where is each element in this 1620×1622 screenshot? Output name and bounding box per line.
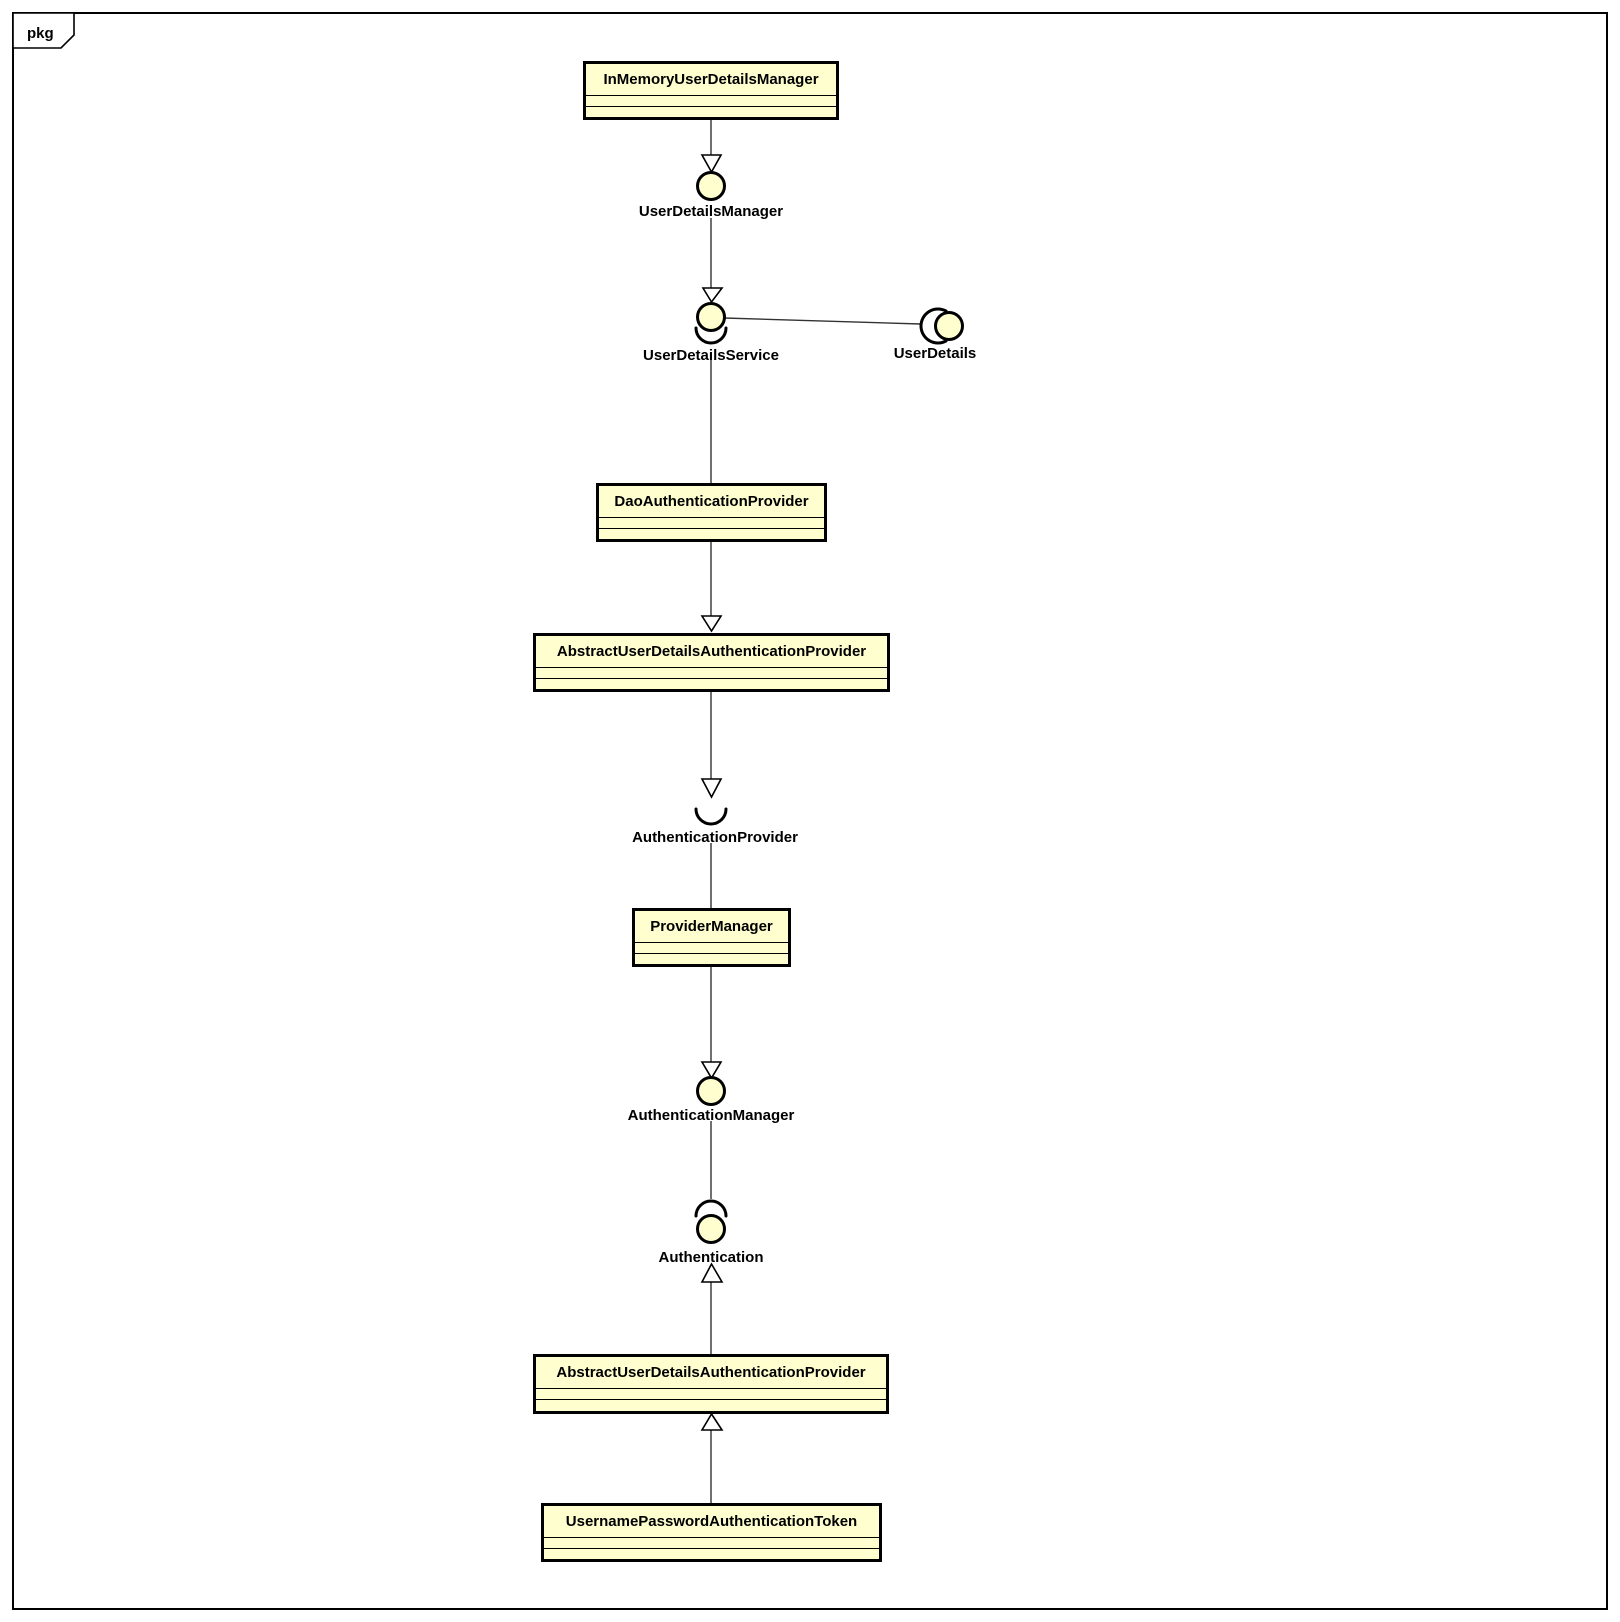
triangle-up-icon xyxy=(700,1412,724,1431)
interface-label-userdetails: UserDetails xyxy=(893,345,977,362)
triangle-down-icon xyxy=(700,1061,723,1080)
methods-compartment xyxy=(599,529,824,539)
interface-label-userdetailsmanager: UserDetailsManager xyxy=(638,203,784,220)
class-title: UsernamePasswordAuthenticationToken xyxy=(544,1506,879,1538)
fields-compartment xyxy=(536,1389,886,1400)
authentication-socket-icon xyxy=(694,1199,728,1218)
userdetailsmanager-ball-icon xyxy=(696,171,726,201)
frame-tab xyxy=(12,12,75,49)
sockets-group xyxy=(694,307,948,1218)
authentication-ball-icon xyxy=(696,1214,726,1244)
authenticationmanager-ball-icon xyxy=(696,1076,726,1106)
fields-compartment xyxy=(635,943,788,954)
class-inmemoryuserdetailsmanager: InMemoryUserDetailsManager xyxy=(583,61,839,120)
methods-compartment xyxy=(544,1549,879,1559)
userdetailsservice-socket-icon xyxy=(694,326,728,345)
class-title: InMemoryUserDetailsManager xyxy=(586,64,836,96)
class-abstractuserdetailsauthenticationprovider-1: AbstractUserDetailsAuthenticationProvide… xyxy=(533,633,890,692)
class-daoauthenticationprovider: DaoAuthenticationProvider xyxy=(596,483,827,542)
methods-compartment xyxy=(536,679,887,689)
triangle-up-icon xyxy=(700,1262,724,1283)
class-title: ProviderManager xyxy=(635,911,788,943)
triangle-down-icon xyxy=(700,615,723,633)
edges-group xyxy=(710,120,922,1503)
fields-compartment xyxy=(536,668,887,679)
methods-compartment xyxy=(536,1400,886,1411)
methods-compartment xyxy=(586,107,836,117)
fields-compartment xyxy=(544,1538,879,1549)
class-title: AbstractUserDetailsAuthenticationProvide… xyxy=(536,636,887,668)
userdetails-ball-icon xyxy=(934,311,964,341)
authenticationprovider-socket-icon xyxy=(694,807,728,826)
methods-compartment xyxy=(635,954,788,964)
interface-label-userdetailsservice: UserDetailsService xyxy=(643,347,779,364)
userdetails-socket-icon xyxy=(919,307,948,345)
triangle-down-icon xyxy=(700,154,723,174)
class-providermanager: ProviderManager xyxy=(632,908,791,967)
fields-compartment xyxy=(586,96,836,107)
class-title: AbstractUserDetailsAuthenticationProvide… xyxy=(536,1357,886,1389)
class-usernamepasswordauthenticationtoken: UsernamePasswordAuthenticationToken xyxy=(541,1503,882,1562)
frame-tab-label: pkg xyxy=(27,25,54,42)
balls-group xyxy=(696,171,964,1244)
triangle-down-icon xyxy=(700,778,723,799)
fields-compartment xyxy=(599,518,824,529)
class-title: DaoAuthenticationProvider xyxy=(599,486,824,518)
edge-userdetailsservice-to-userdetails xyxy=(724,317,922,325)
interface-label-authenticationprovider: AuthenticationProvider xyxy=(632,829,798,846)
interface-label-authenticationmanager: AuthenticationManager xyxy=(627,1107,795,1124)
class-abstractuserdetailsauthenticationprovider-2: AbstractUserDetailsAuthenticationProvide… xyxy=(533,1354,889,1414)
triangle-down-icon xyxy=(701,287,724,304)
interface-label-authentication: Authentication xyxy=(658,1249,764,1266)
arrowheads-group xyxy=(700,154,724,1431)
userdetailsservice-ball-icon xyxy=(696,302,726,332)
frame-border xyxy=(12,12,1608,1610)
